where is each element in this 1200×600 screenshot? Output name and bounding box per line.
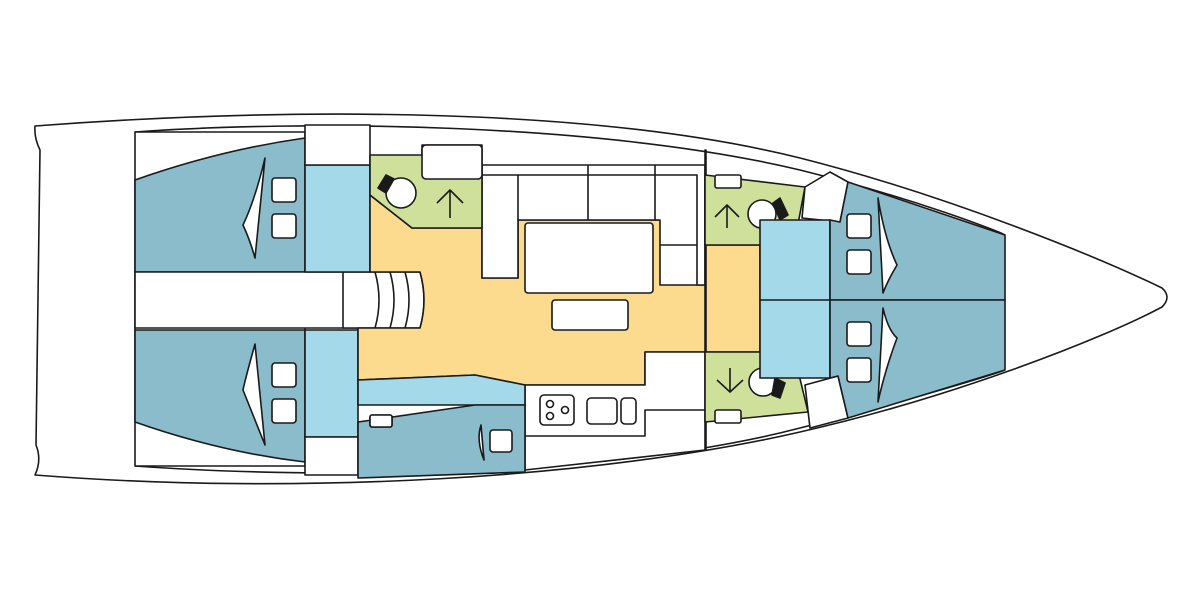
aft-starboard-locker: [304, 436, 359, 476]
aft-small-cabin-head: [357, 374, 526, 406]
forward-head: [759, 219, 831, 379]
sink-icon: [586, 397, 637, 425]
forward-starboard-cabin: [829, 299, 1006, 419]
aft-port-head: [304, 164, 371, 273]
companionway-steps: [342, 271, 425, 329]
aft-starboard-head: [304, 329, 359, 438]
aft-port-head-locker: [304, 124, 371, 166]
stove-icon: [539, 394, 575, 426]
corridor: [134, 271, 359, 329]
saloon-table: [524, 222, 654, 294]
coffee-table: [551, 299, 629, 331]
